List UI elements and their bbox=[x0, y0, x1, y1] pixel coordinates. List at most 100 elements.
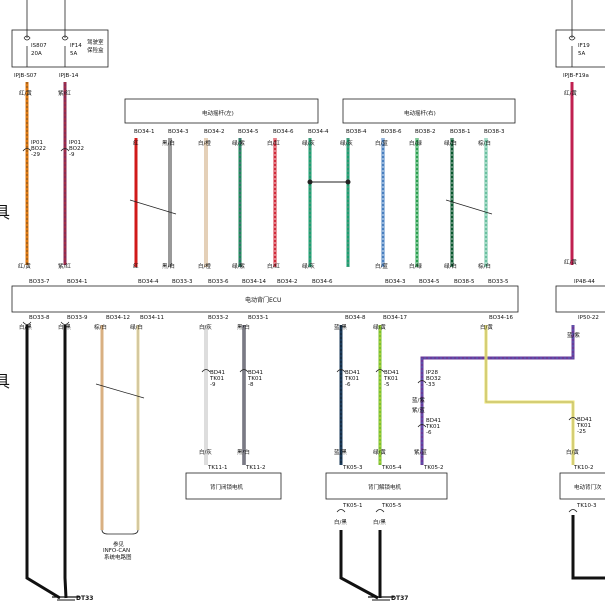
wire-color: 绿/灰 bbox=[340, 139, 353, 147]
wire-color: 绿/紫 bbox=[232, 139, 245, 147]
fuse-rating: 20A bbox=[31, 51, 42, 57]
wire-color: 棕/白 bbox=[94, 323, 107, 331]
pin-label: BO33-5 bbox=[488, 279, 509, 285]
wire-color: 白/黑 bbox=[373, 518, 386, 526]
pin-label: TK05-5 bbox=[381, 503, 402, 509]
pin-label: BO33-7 bbox=[29, 279, 50, 285]
wire-color: 蓝/紫 bbox=[567, 331, 580, 339]
connector-label: -8 bbox=[248, 382, 254, 388]
connector-label: TK01 bbox=[576, 423, 591, 429]
switch-right-box bbox=[342, 98, 516, 124]
pin-label: BO33-9 bbox=[67, 315, 88, 321]
wire-color: 黑/白 bbox=[162, 262, 175, 270]
connector-label: -6 bbox=[345, 382, 351, 388]
connector-label: BO22 bbox=[31, 146, 46, 152]
pin-label: BO34-8 bbox=[345, 315, 366, 321]
wire-color: 黑/白 bbox=[237, 323, 250, 331]
switch-right-label: 电动摇杆(右) bbox=[404, 109, 436, 117]
connector-icon bbox=[22, 148, 32, 152]
connector-label: IP01 bbox=[31, 140, 43, 146]
pin-label: BO34-6 bbox=[312, 279, 333, 285]
pin-label: BO34-16 bbox=[489, 315, 513, 321]
connector-label: TK01 bbox=[209, 376, 224, 382]
can-ref: INFO-CAN bbox=[103, 548, 130, 554]
wire-color: 白/蓝 bbox=[375, 262, 388, 270]
wire-color: 红/黄 bbox=[564, 89, 577, 97]
wire-color: 蓝/紫 bbox=[412, 396, 425, 404]
fuse-icon bbox=[23, 35, 31, 41]
pin-label: BO38-5 bbox=[454, 279, 475, 285]
pin-label: BO34-14 bbox=[242, 279, 266, 285]
connector-label: BD41 bbox=[345, 370, 360, 376]
pin-label: BO33-3 bbox=[172, 279, 193, 285]
pin-label: TK10-2 bbox=[573, 465, 593, 471]
connector-label: BO32 bbox=[426, 376, 441, 382]
fuse-box-label: 保险盒 bbox=[87, 46, 104, 54]
ground-label: DT37 bbox=[391, 595, 408, 602]
wire-color: 白/红 bbox=[267, 262, 280, 270]
pin-label: BO38-4 bbox=[346, 129, 367, 135]
pin-label: BO34-1 bbox=[134, 129, 155, 135]
connector-label: BD41 bbox=[210, 370, 225, 376]
side-char: 具 bbox=[0, 203, 10, 222]
fuse-icon bbox=[61, 35, 69, 41]
wire-color: 黑/白 bbox=[237, 448, 250, 456]
fuse-name: IF14 bbox=[70, 43, 82, 49]
ecu-box bbox=[11, 285, 519, 313]
wire-color: 蓝/黑 bbox=[334, 323, 347, 331]
connector-label: -25 bbox=[577, 429, 586, 435]
wire-color: 绿/白 bbox=[444, 139, 457, 147]
fuse-name: IS807 bbox=[31, 43, 47, 49]
wire-color: 白/黄 bbox=[480, 323, 493, 331]
connector-label: BD41 bbox=[384, 370, 399, 376]
pin-label: TK11-1 bbox=[207, 465, 227, 471]
wire-color: 白/绿 bbox=[409, 262, 422, 270]
pin-label: BO34-1 bbox=[67, 279, 88, 285]
wire-color: 红/黄 bbox=[564, 258, 577, 266]
wire-color: 红 bbox=[133, 262, 139, 270]
lock-motor-label: 背门闭锁电机 bbox=[210, 483, 244, 491]
pin-label: BO34-3 bbox=[385, 279, 406, 285]
pin-label: BO34-2 bbox=[204, 129, 225, 135]
wire-color: 绿/灰 bbox=[302, 139, 315, 147]
connector-label: BD41 bbox=[248, 370, 263, 376]
connector-label: BD41 bbox=[426, 418, 441, 424]
pin-label: IPJB-F19a bbox=[563, 73, 589, 79]
pin-label: TK10-3 bbox=[576, 503, 597, 509]
wire-color: 白/黑 bbox=[334, 518, 347, 526]
connector-icon bbox=[60, 148, 70, 152]
fuse-icon bbox=[568, 35, 576, 41]
pin-label: BO34-11 bbox=[140, 315, 164, 321]
pin-label: BO34-3 bbox=[168, 129, 189, 135]
pin-label: BO38-2 bbox=[415, 129, 436, 135]
can-ref: 系统电路图 bbox=[104, 553, 132, 561]
connector-label: TK01 bbox=[344, 376, 359, 382]
wire-color: 白/黑 bbox=[19, 323, 32, 331]
right-module-label: 电动背门次 bbox=[574, 483, 602, 491]
pin-label: BO34-5 bbox=[238, 129, 259, 135]
wire-color: 紫/红 bbox=[58, 262, 71, 270]
wire-color: 紫/蓝 bbox=[414, 448, 427, 456]
pin-label: BO34-4 bbox=[308, 129, 329, 135]
connector-label: -9 bbox=[69, 152, 75, 158]
fuse-box bbox=[11, 29, 109, 68]
wire-color: 白/灰 bbox=[199, 323, 212, 331]
wire-color: 白/绿 bbox=[409, 139, 422, 147]
right-module-box bbox=[559, 472, 605, 500]
pin-label: BO34-4 bbox=[138, 279, 159, 285]
wire-color: 白/灰 bbox=[199, 448, 212, 456]
pin-label: TK05-4 bbox=[381, 465, 402, 471]
wire-color: 绿/黄 bbox=[373, 448, 386, 456]
pin-label: BO33-8 bbox=[29, 315, 50, 321]
switch-left-box bbox=[124, 98, 319, 124]
pin-label: TK11-2 bbox=[245, 465, 265, 471]
pin-label: IPJB-S07 bbox=[14, 73, 37, 79]
wire-color: 蓝/黑 bbox=[334, 448, 347, 456]
connector-label: TK01 bbox=[247, 376, 262, 382]
pin-label: BO38-6 bbox=[381, 129, 402, 135]
pin-label: IP50-22 bbox=[578, 315, 599, 321]
connector-label: IP01 bbox=[69, 140, 81, 146]
pin-label: BO33-6 bbox=[208, 279, 229, 285]
wire-color: 绿/紫 bbox=[232, 262, 245, 270]
